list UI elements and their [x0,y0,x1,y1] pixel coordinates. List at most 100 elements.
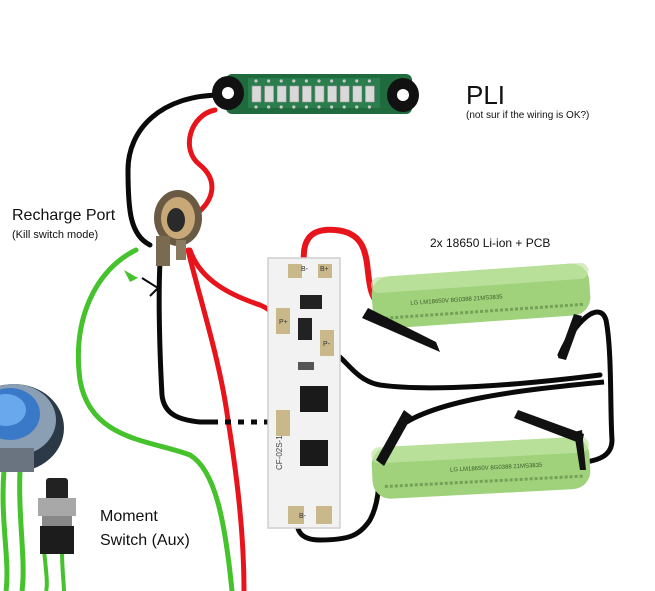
cell-print-dot [574,474,578,479]
recharge-title: Recharge Port [12,207,116,224]
pcb-pad-label: B- [301,266,309,273]
cell-print-dot [450,311,454,316]
cell-print-dot [559,304,563,308]
cell-print-dot [539,305,544,309]
moment-switch-line2: Switch (Aux) [100,532,190,549]
cell-print-dot [395,315,399,319]
green-wire-bottom-2 [17,469,26,591]
cell-print-dot [554,304,558,308]
cell-print-dot [524,477,528,481]
pli-pin [317,105,321,109]
pli-pin [304,105,308,109]
pli-led-segment [302,85,312,103]
pli-pin [254,105,258,109]
pli-pin [279,79,283,83]
black-wire-bminus-bottom [294,465,382,543]
pli-pin [355,105,359,109]
cell-print-dot [479,479,483,484]
cell-print-dot [564,475,568,479]
cell-print-dot [554,475,558,480]
cell-tab-bottom-left [376,410,412,466]
pcb-model-text: CF-02S-1 [275,435,284,470]
pcb-pad-label: B- [299,513,307,520]
cell-print-dot [494,479,498,483]
cell-tab-bottom-right [514,410,584,444]
pcb-pad-label: P+ [279,319,288,326]
cell-print-dot [519,307,524,311]
pli-pin [342,105,346,109]
pli-pin [342,79,346,83]
cell-print-dot [514,307,519,311]
pli-title: PLI [466,80,506,110]
pli-led-segment [289,85,300,103]
cell-print-dot [439,481,443,486]
cell-print-dot [474,480,478,484]
cell-print-dot [454,481,458,485]
cell-print-dot [404,483,408,487]
cell-print-dot [400,315,404,319]
cell-print-dot [440,312,444,316]
cell-print-dot [459,480,463,485]
pli-pin [367,79,371,83]
cell-print-dot [579,302,583,307]
pli-board [212,74,419,114]
cell-print-dot [429,482,433,486]
cell-print-dot [539,476,543,480]
pli-led-segment [365,85,375,103]
cell-print-dot [394,484,398,488]
pli-pin [304,79,308,83]
recharge-note: (Kill switch mode) [12,229,99,241]
green-wire-bottom-1 [0,469,10,591]
cell-print-dot [415,314,419,318]
cell-print-dot [419,483,423,487]
cell-tab-top-right [558,314,582,360]
cell-print-dot [579,474,583,478]
green-wire-bottom-3 [42,549,49,591]
cell-print-dot [460,311,464,315]
cell-print-dot [425,313,429,317]
cell-print-dot [544,305,549,309]
pli-led-segment [339,85,350,103]
black-wire-cells-right [557,309,615,465]
cell-print-dot [569,303,573,307]
cell-print-dot [474,310,479,314]
cell-print-dot [524,306,529,310]
cell-print-dot [529,306,534,310]
cell-print-dot [534,477,538,481]
pli-pin [279,105,283,109]
black-wire-pminus-loop [325,350,603,391]
cell-print-dot [470,310,474,314]
cell-print-dot [504,308,509,312]
battery-cell-top: LG LM18650V 8G0388 21MS3835 [370,262,591,329]
cell-print-dot [465,310,469,315]
pli-pin [267,79,271,83]
pli-led-segment [352,85,363,103]
cell-print-dot [484,479,488,483]
cell-print-dot [519,477,523,481]
pcb-pad-label: P- [323,341,331,348]
cell-print-dot [399,484,403,488]
protection-pcb: CF-02S-1 [267,257,341,529]
pli-led-segment [276,85,287,103]
green-wire-bottom-4 [60,549,66,591]
pli-pin [330,105,334,109]
cell-print-dot [559,475,563,479]
cell-print-dot [569,475,573,479]
pcb-pad-label: B+ [320,266,329,273]
cell-tab-bottom-right-2 [574,430,586,470]
cell-print-dot [455,311,459,315]
barrel-jack-icon [154,190,202,266]
pli-pin [267,105,271,109]
pli-pin [355,79,359,83]
pli-pin [254,79,258,83]
green-arrow-tip [124,270,138,282]
metal-push-button-icon [0,384,64,472]
cell-print-dot [410,314,414,318]
cell-print-dot [499,308,504,312]
pli-note: (not sur if the wiring is OK?) [466,110,590,121]
cell-tab-top-left [362,308,440,352]
cell-print-dot [489,479,493,483]
pli-pin [367,105,371,109]
momentary-switch-icon [38,478,76,554]
